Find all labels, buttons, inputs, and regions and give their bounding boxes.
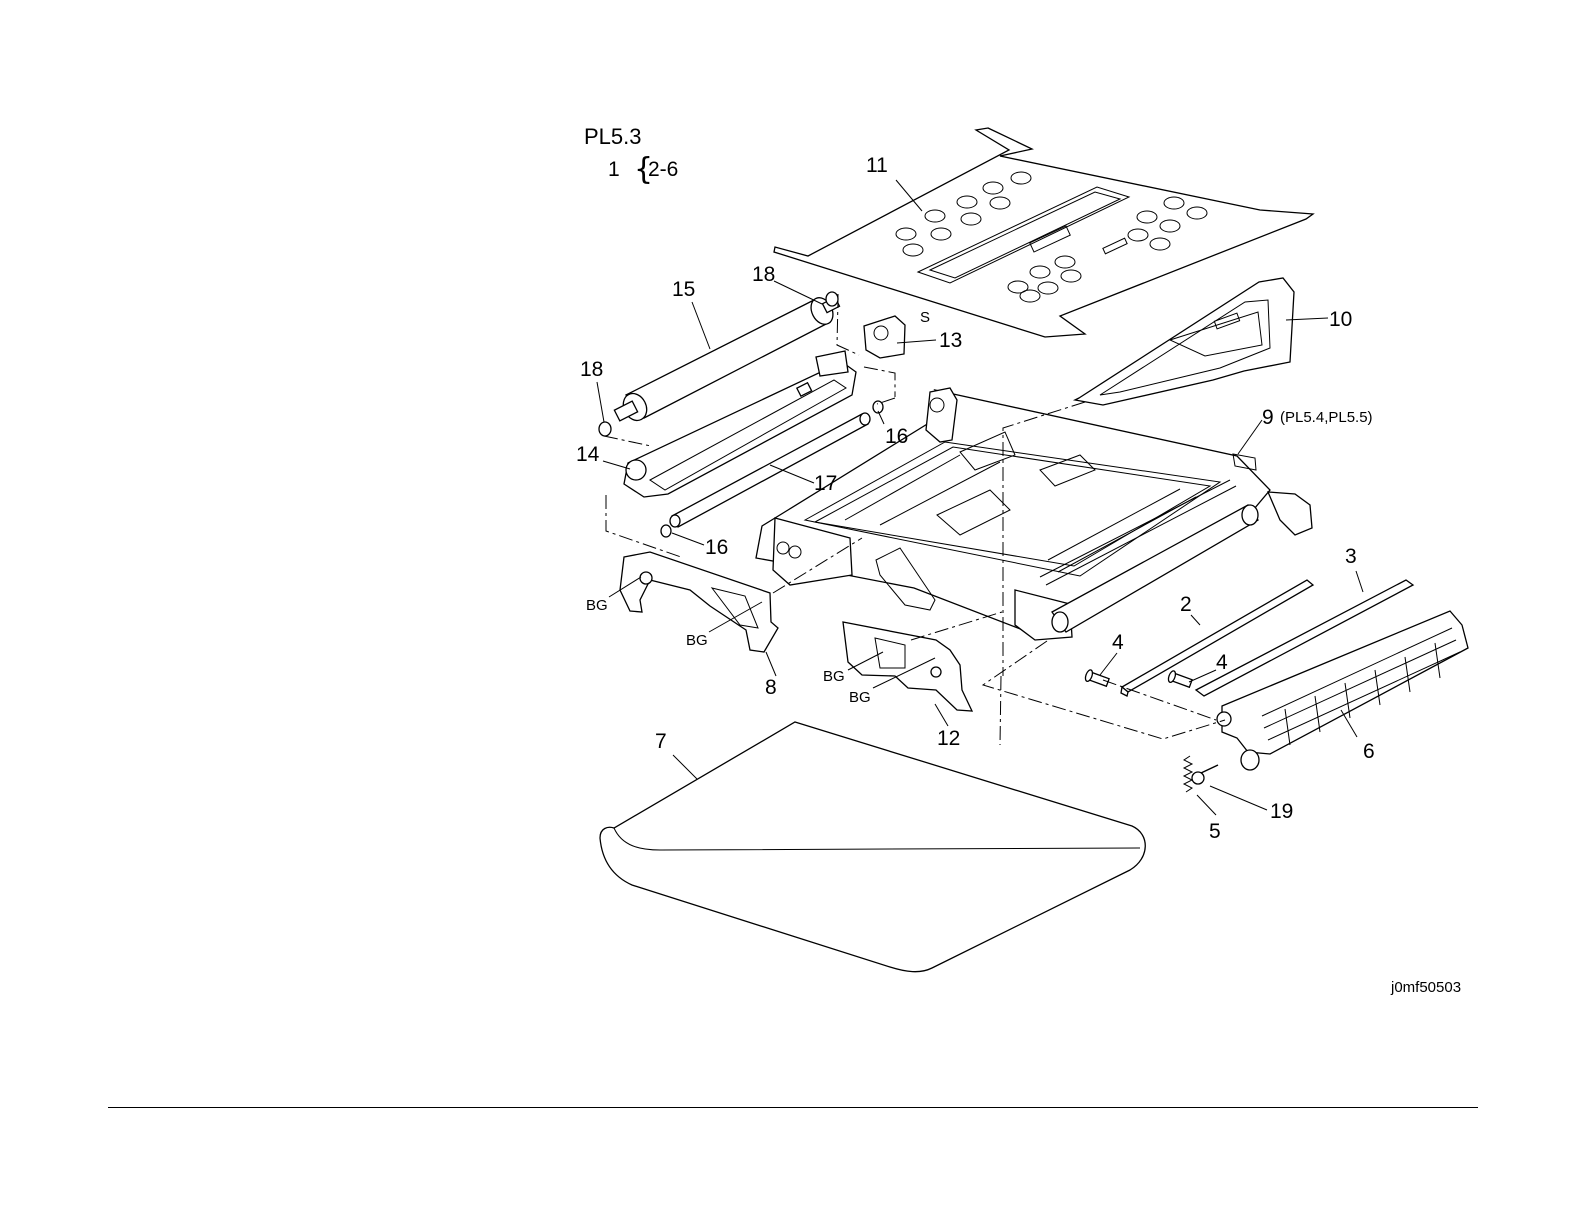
callout-18-top: 18 — [752, 263, 775, 286]
callout-bg-4: BG — [849, 689, 871, 706]
callout-16-top: 16 — [885, 425, 908, 448]
callout-18-left: 18 — [580, 358, 603, 381]
callout-2: 2 — [1180, 593, 1192, 616]
callout-bg-3: BG — [823, 668, 845, 685]
callout-7: 7 — [655, 730, 667, 753]
callout-8: 8 — [765, 676, 777, 699]
callout-6: 6 — [1363, 740, 1375, 763]
callout-5: 5 — [1209, 820, 1221, 843]
callout-11: 11 — [866, 154, 888, 177]
callout-4-left: 4 — [1112, 631, 1124, 654]
callout-10: 10 — [1329, 308, 1352, 331]
part-19-screw — [1192, 765, 1218, 784]
callout-9: 9 — [1262, 406, 1274, 429]
callout-bg-2: BG — [686, 632, 708, 649]
bottom-rule — [108, 1107, 1478, 1108]
callout-17: 17 — [814, 472, 837, 495]
figure-id: j0mf50503 — [1391, 979, 1461, 996]
callout-13-s: S — [920, 309, 930, 326]
callout-15: 15 — [672, 278, 695, 301]
callout-3: 3 — [1345, 545, 1357, 568]
callout-14: 14 — [576, 443, 600, 466]
part-5-spring — [1184, 756, 1192, 792]
part-13-bracket — [864, 316, 905, 358]
part-7-belt — [600, 722, 1145, 972]
part-6-guide-assembly — [1217, 611, 1468, 770]
callout-19: 19 — [1270, 800, 1293, 823]
callout-4-right: 4 — [1216, 651, 1228, 674]
callout-9-reference: (PL5.4,PL5.5) — [1280, 409, 1373, 426]
callout-12: 12 — [937, 727, 960, 750]
callout-16-bottom: 16 — [705, 536, 728, 559]
callout-13: 13 — [939, 329, 962, 352]
callout-bg-1: BG — [586, 597, 608, 614]
